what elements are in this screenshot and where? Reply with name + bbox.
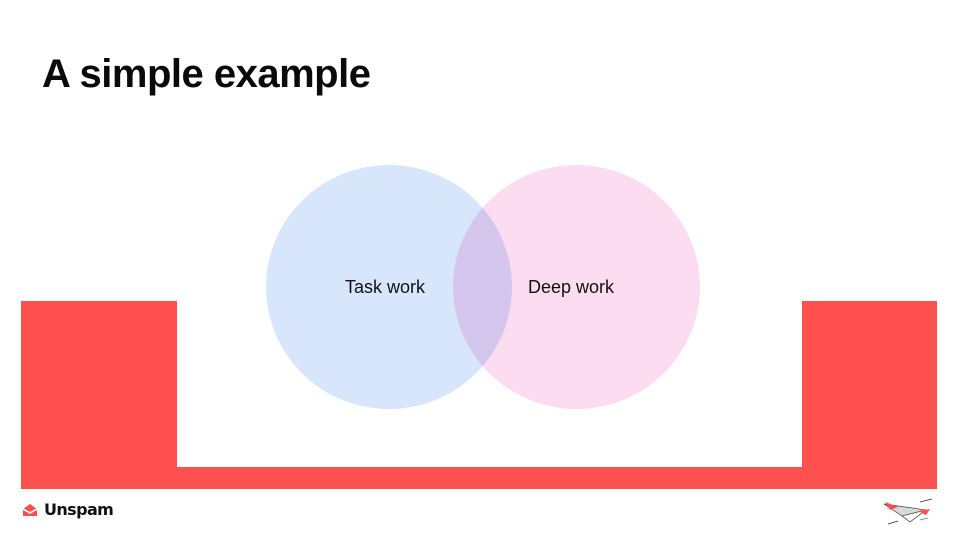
venn-circle-deep-work — [453, 165, 700, 409]
venn-label-deep-work: Deep work — [528, 277, 615, 297]
frame-base — [21, 467, 937, 489]
envelope-logo-icon — [22, 503, 38, 516]
footer-brand: Unspam — [22, 500, 114, 519]
frame-left-post — [21, 301, 177, 489]
slide-title: A simple example — [42, 52, 371, 96]
paper-plane-icon — [883, 498, 933, 525]
frame-right-post — [802, 301, 937, 489]
venn-label-task-work: Task work — [345, 277, 426, 297]
brand-name: Unspam — [44, 500, 114, 519]
